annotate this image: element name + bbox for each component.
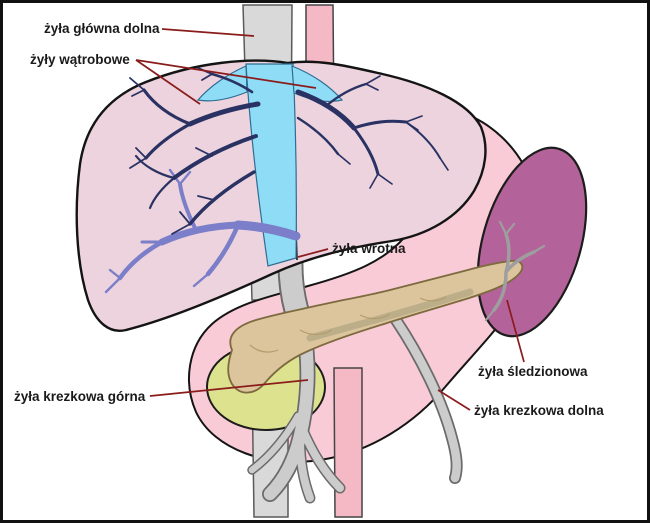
- pancreas-shape: [227, 260, 524, 394]
- label-inferior-mesenteric-vein: żyła krezkowa dolna: [474, 403, 604, 418]
- hilum-twigs: [484, 220, 546, 322]
- hepatic-vein-branch: [296, 82, 368, 156]
- leader-hepatic-veins: [135, 59, 317, 105]
- smv-twig: [248, 412, 302, 474]
- leader-vena-cava: [161, 28, 255, 37]
- portal-branch-ascending: [178, 182, 198, 232]
- label-portal-vein: żyła wrotna: [332, 241, 406, 256]
- hepatic-vein-branch: [134, 154, 176, 210]
- hepatic-vein-branch: [187, 101, 261, 127]
- label-superior-mesenteric-vein: żyła krezkowa górna: [14, 389, 146, 404]
- hilum-branches: [492, 232, 536, 312]
- portal-branch-secondary: [117, 222, 241, 281]
- hepatic-vein-branch: [188, 170, 256, 226]
- pancreas-texture-lines: [249, 296, 447, 353]
- inferior-mesenteric-vein: [391, 315, 461, 483]
- leader-inferior-mesenteric: [437, 389, 471, 411]
- hepatic-vein-branch: [352, 119, 408, 176]
- label-hepatic-veins: żyły wątrobowe: [30, 52, 130, 67]
- portal-branch-trunk: [233, 220, 301, 241]
- leader-superior-mesenteric: [149, 379, 309, 397]
- label-inferior-vena-cava: żyła główna dolna: [44, 21, 160, 36]
- hepatic-vein-branch: [295, 89, 357, 131]
- hepatic-vein-branch: [142, 88, 192, 160]
- hepatic-veins-right-tree: [295, 75, 449, 189]
- superior-mesenteric-vein: [263, 325, 314, 501]
- aorta-bottom-segment: [333, 367, 363, 518]
- spleen-hilum-vessels: [484, 220, 546, 322]
- smv-branches: [296, 424, 344, 502]
- blue-cava-band: [245, 63, 297, 267]
- label-splenic-vein: żyła śledzionowa: [478, 364, 588, 379]
- hepatic-vein-branch: [172, 134, 258, 180]
- hepatic-vein-branch: [210, 72, 254, 94]
- splenic-vein-through-pancreas: [306, 288, 474, 342]
- leader-lines: [135, 28, 525, 411]
- labels: żyła główna dolna żyły wątrobowe żyła wr…: [14, 21, 604, 418]
- leader-splenic-vein: [506, 299, 525, 363]
- hepatic-vein-twigs: [337, 75, 449, 189]
- leader-portal-vein: [297, 248, 329, 258]
